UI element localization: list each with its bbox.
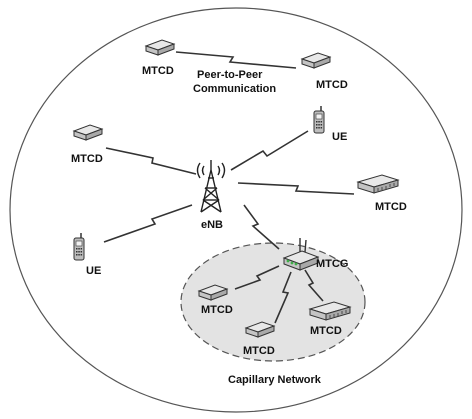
mtcd-label: MTCD: [243, 345, 275, 357]
capillary-network-label: Capillary Network: [228, 374, 322, 386]
wireless-link-enb-ue-left: [103, 204, 193, 243]
ue-label: UE: [332, 131, 347, 143]
wireless-link-enb-mtcg: [243, 204, 280, 250]
mtcg-label: MTCG: [316, 258, 348, 270]
wireless-link-enb-ue-top: [230, 130, 309, 171]
ue-label: UE: [86, 265, 101, 277]
mtcd-label: MTCD: [71, 153, 103, 165]
mtcd-label: MTCD: [316, 79, 348, 91]
wireless-link-enb-mtcd-left: [105, 147, 197, 175]
wireless-link-p2p: [175, 51, 297, 69]
mtcd-label: MTCD: [310, 325, 342, 337]
mtcd-label: MTCD: [201, 304, 233, 316]
mtcd-label: MTCD: [142, 65, 174, 77]
wireless-link-mtcg-mtcd-right: [304, 269, 324, 302]
wireless-link-mtcg-mtcd-bottom: [274, 271, 292, 324]
mtcd-label: MTCD: [375, 201, 407, 213]
p2p-label-line1: Peer-to-Peer: [197, 69, 263, 81]
wireless-link-mtcg-mtcd-left: [234, 265, 280, 290]
gateway-router-icon: [282, 238, 320, 271]
enb-label: eNB: [201, 219, 223, 231]
wireless-link-enb-mtcd-right: [237, 182, 355, 195]
cell-tower-icon: [196, 160, 226, 213]
capillary-network-region: [180, 242, 366, 362]
p2p-label-line2: Communication: [193, 83, 276, 95]
